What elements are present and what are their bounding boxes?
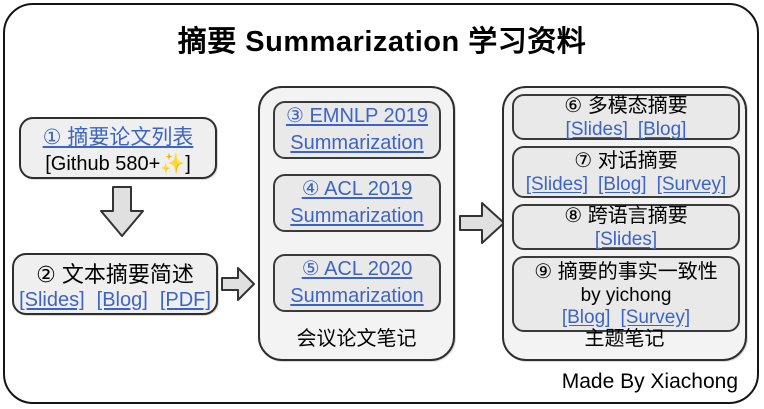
acl-2019-link-line1[interactable]: ④ ACL 2019 xyxy=(301,178,413,200)
slides-link[interactable]: [Slides] xyxy=(565,118,628,140)
node-paper-list: ① 摘要论文列表 [Github 580+✨] xyxy=(19,117,217,179)
factual-consistency-title: ⑨ 摘要的事实一致性 xyxy=(534,260,718,283)
conference-notes-label: 会议论文笔记 xyxy=(296,328,417,350)
survey-link[interactable]: [Survey] xyxy=(620,306,691,328)
node-acl-2020[interactable]: ⑤ ACL 2020 Summarization xyxy=(273,254,441,312)
node-dialogue-summarization: ⑦ 对话摘要 [Slides] [Blog] [Survey] xyxy=(512,146,740,198)
node-factual-consistency: ⑨ 摘要的事实一致性 by yichong [Blog] [Survey] xyxy=(512,256,740,332)
emnlp-2019-link-line2[interactable]: Summarization xyxy=(290,132,424,154)
paper-list-link[interactable]: ① 摘要论文列表 xyxy=(42,125,194,149)
node-crosslingual-summarization: ⑧ 跨语言摘要 [Slides] xyxy=(512,204,740,250)
node-acl-2019[interactable]: ④ ACL 2019 Summarization xyxy=(273,174,441,232)
multimodal-title: ⑥ 多模态摘要 xyxy=(564,94,688,117)
blog-link[interactable]: [Blog] xyxy=(96,288,148,311)
factual-consistency-author: by yichong xyxy=(580,284,672,306)
node-text-summary-intro: ② 文本摘要简述 [Slides] [Blog] [PDF] xyxy=(12,253,218,315)
credit-text: Made By Xiachong xyxy=(561,370,738,393)
topic-notes-container: ⑥ 多模态摘要 [Slides] [Blog] ⑦ 对话摘要 [Slides] … xyxy=(502,86,747,361)
blog-link[interactable]: [Blog] xyxy=(637,118,687,140)
acl-2020-link-line2[interactable]: Summarization xyxy=(290,285,424,307)
crosslingual-links: [Slides] xyxy=(595,229,657,251)
slides-link[interactable]: [Slides] xyxy=(525,173,588,195)
page-title: 摘要 Summarization 学习资料 xyxy=(177,26,587,58)
node-emnlp-2019[interactable]: ③ EMNLP 2019 Summarization xyxy=(273,101,441,159)
factual-consistency-links: [Blog] [Survey] xyxy=(562,307,690,329)
node-multimodal-summarization: ⑥ 多模态摘要 [Slides] [Blog] xyxy=(512,94,740,140)
multimodal-links: [Slides] [Blog] xyxy=(566,119,687,141)
conference-notes-container: ③ EMNLP 2019 Summarization ④ ACL 2019 Su… xyxy=(258,86,455,361)
topic-notes-label: 主题笔记 xyxy=(584,328,665,350)
blog-link[interactable]: [Blog] xyxy=(598,173,647,195)
pdf-link[interactable]: [PDF] xyxy=(159,288,211,311)
arrow-right-big-icon xyxy=(459,202,505,244)
dialogue-title: ⑦ 对话摘要 xyxy=(574,149,678,172)
emnlp-2019-link-line1[interactable]: ③ EMNLP 2019 xyxy=(285,105,429,127)
slides-link[interactable]: [Slides] xyxy=(594,228,658,250)
text-summary-intro-links: [Slides] [Blog] [PDF] xyxy=(19,289,211,312)
crosslingual-title: ⑧ 跨语言摘要 xyxy=(564,204,688,227)
paper-list-github-label: [Github 580+✨] xyxy=(45,152,191,175)
arrow-down-icon xyxy=(100,186,144,237)
dialogue-links: [Slides] [Blog] [Survey] xyxy=(526,174,727,196)
survey-link[interactable]: [Survey] xyxy=(656,173,727,195)
blog-link[interactable]: [Blog] xyxy=(561,306,611,328)
slides-link[interactable]: [Slides] xyxy=(19,288,85,311)
arrow-right-small-icon xyxy=(221,267,255,301)
acl-2019-link-line2[interactable]: Summarization xyxy=(290,205,424,227)
text-summary-intro-title: ② 文本摘要简述 xyxy=(36,261,194,287)
acl-2020-link-line1[interactable]: ⑤ ACL 2020 xyxy=(301,258,413,280)
